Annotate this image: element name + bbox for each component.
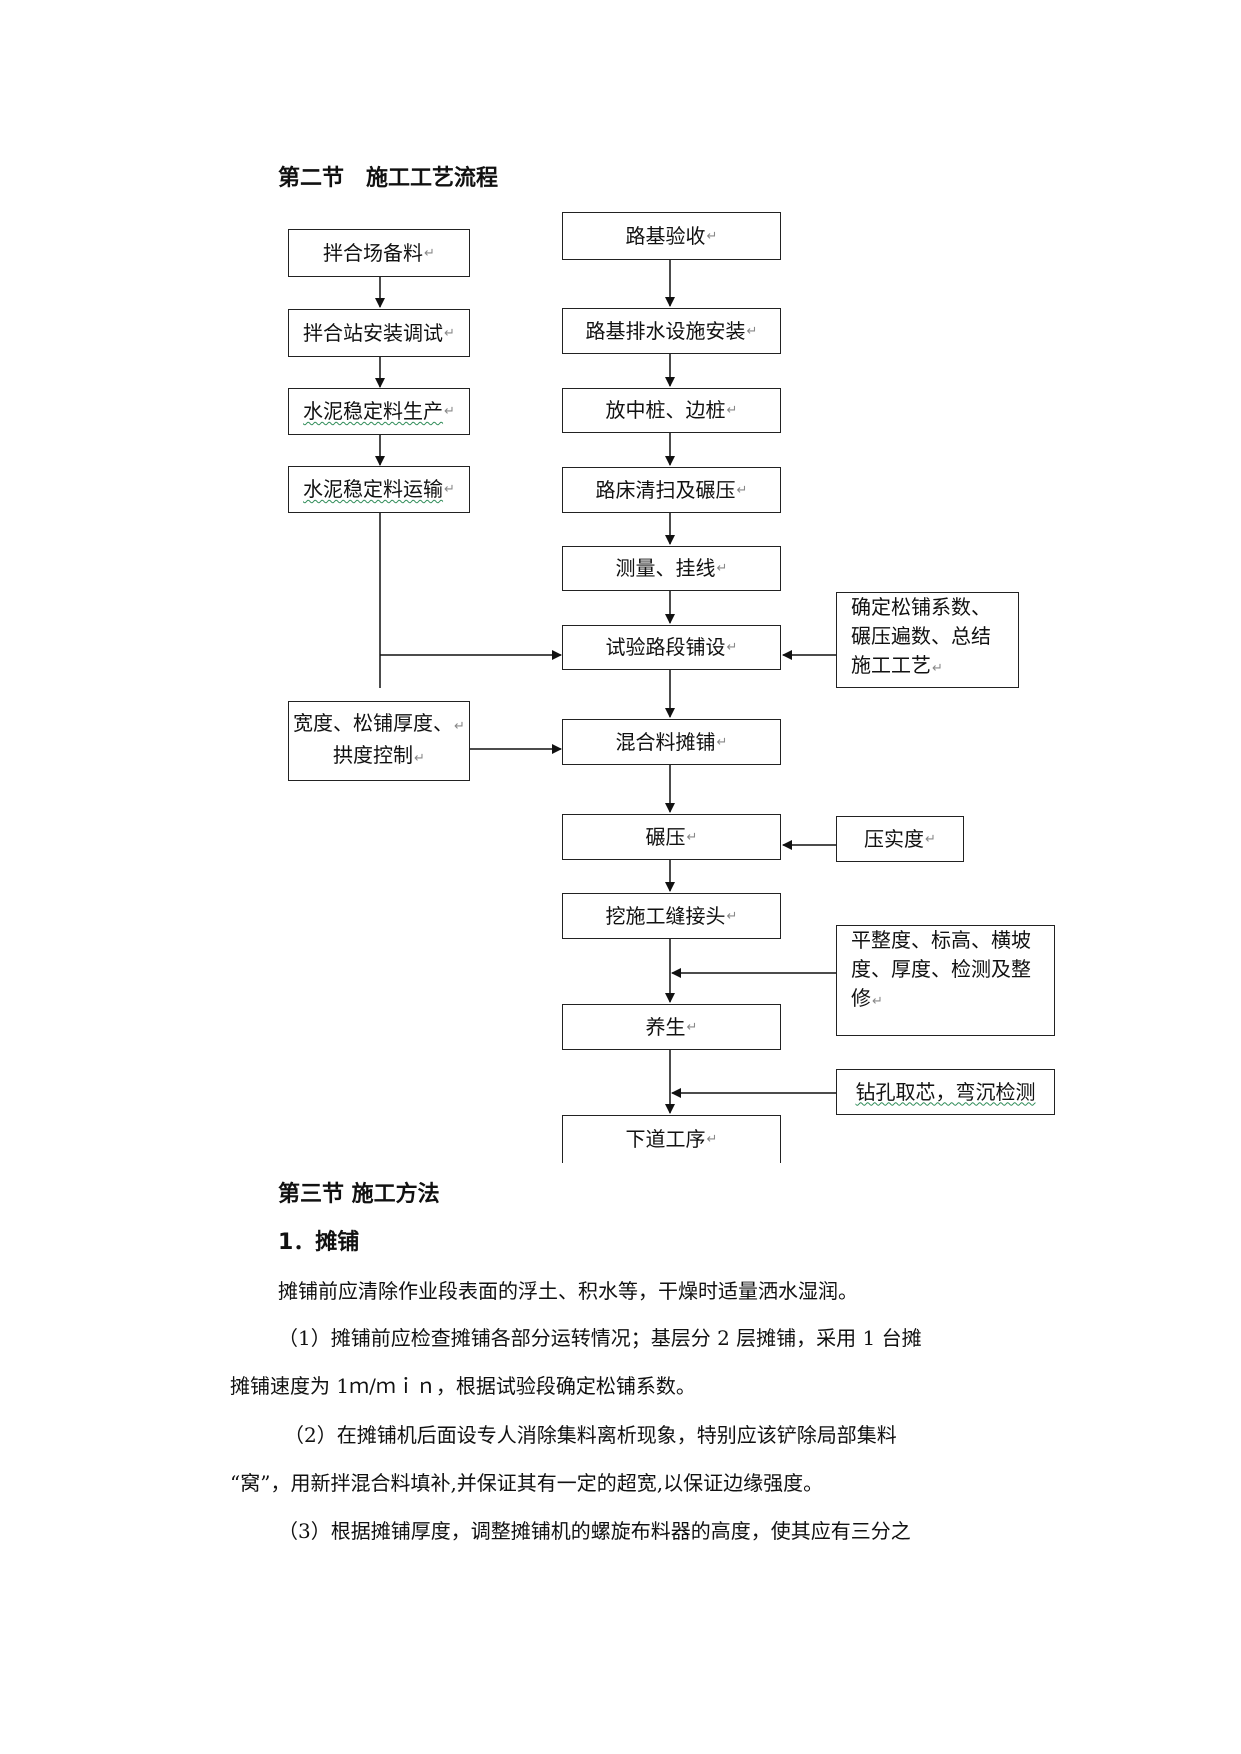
flow-box-loose-coefficient: 确定松铺系数、 碾压遍数、总结 施工工艺↵ xyxy=(836,592,1019,688)
section-title-method: 第三节 施工方法 xyxy=(278,1182,440,1207)
flow-box-mixing-station-stock: 拌合场备料↵ xyxy=(288,229,470,277)
paragraph-3-line-1: （2）在摊铺机后面设专人消除集料离析现象，特别应该铲除局部集料 xyxy=(284,1423,897,1447)
paragraph-2-line-2: 摊铺速度为 1ｍ/ｍｉｎ，根据试验段确定松铺系数。 xyxy=(230,1374,696,1398)
flow-box-cement-material-production: 水泥稳定料生产↵ xyxy=(288,388,470,435)
flow-box-mixing-station-install: 拌合站安装调试↵ xyxy=(288,309,470,357)
flow-box-line: 施工工艺↵ xyxy=(851,653,943,677)
flow-box-mix-paving: 混合料摊铺↵ xyxy=(562,719,781,765)
flow-box-center-stake: 放中桩、边桩↵ xyxy=(562,388,781,433)
flow-box-cement-material-transport: 水泥稳定料运输↵ xyxy=(288,466,470,513)
flow-box-line: 拱度控制↵ xyxy=(333,743,425,767)
flow-box-width-thickness-control: 宽度、松铺厚度、↵ 拱度控制↵ xyxy=(288,701,470,781)
flow-box-flatness-check: 平整度、标高、横坡 度、厚度、检测及整 修↵ xyxy=(836,925,1055,1036)
item-title-paving: 1．摊铺 xyxy=(278,1230,360,1255)
flow-box-construction-joint: 挖施工缝接头↵ xyxy=(562,893,781,939)
flow-box-line: 修↵ xyxy=(851,986,883,1010)
flow-box-survey-line: 测量、挂线↵ xyxy=(562,546,781,591)
paragraph-2-line-1: （1）摊铺前应检查摊铺各部分运转情况；基层分 2 层摊铺，采用 1 台摊 xyxy=(278,1326,922,1350)
flow-box-drainage-install: 路基排水设施安装↵ xyxy=(562,308,781,354)
flow-box-next-process: 下道工序↵ xyxy=(562,1115,781,1163)
section-title-process: 第二节 施工工艺流程 xyxy=(278,166,499,191)
flow-box-line: 宽度、松铺厚度、↵ xyxy=(293,711,465,735)
flow-box-subgrade-clean-roll: 路床清扫及碾压↵ xyxy=(562,467,781,513)
flow-box-rolling: 碾压↵ xyxy=(562,814,781,860)
paragraph-3-line-2: “窝”，用新拌混合料填补,并保证其有一定的超宽,以保证边缘强度。 xyxy=(230,1471,824,1495)
paragraph-4-line-1: （3）根据摊铺厚度，调整摊铺机的螺旋布料器的高度，使其应有三分之 xyxy=(278,1519,911,1543)
flow-box-compaction: 压实度↵ xyxy=(836,816,964,862)
flow-box-line: 平整度、标高、横坡 xyxy=(851,928,1031,952)
flow-box-subgrade-acceptance: 路基验收↵ xyxy=(562,212,781,260)
flow-box-line: 度、厚度、检测及整 xyxy=(851,957,1031,981)
flow-box-line: 确定松铺系数、 xyxy=(851,595,991,619)
flow-box-trial-section: 试验路段铺设↵ xyxy=(562,625,781,670)
paragraph-1: 摊铺前应清除作业段表面的浮土、积水等，干燥时适量洒水湿润。 xyxy=(278,1279,858,1303)
flow-box-core-deflection: 钻孔取芯，弯沉检测 xyxy=(836,1069,1055,1115)
flow-box-line: 碾压遍数、总结 xyxy=(851,624,991,648)
flow-box-curing: 养生↵ xyxy=(562,1004,781,1050)
